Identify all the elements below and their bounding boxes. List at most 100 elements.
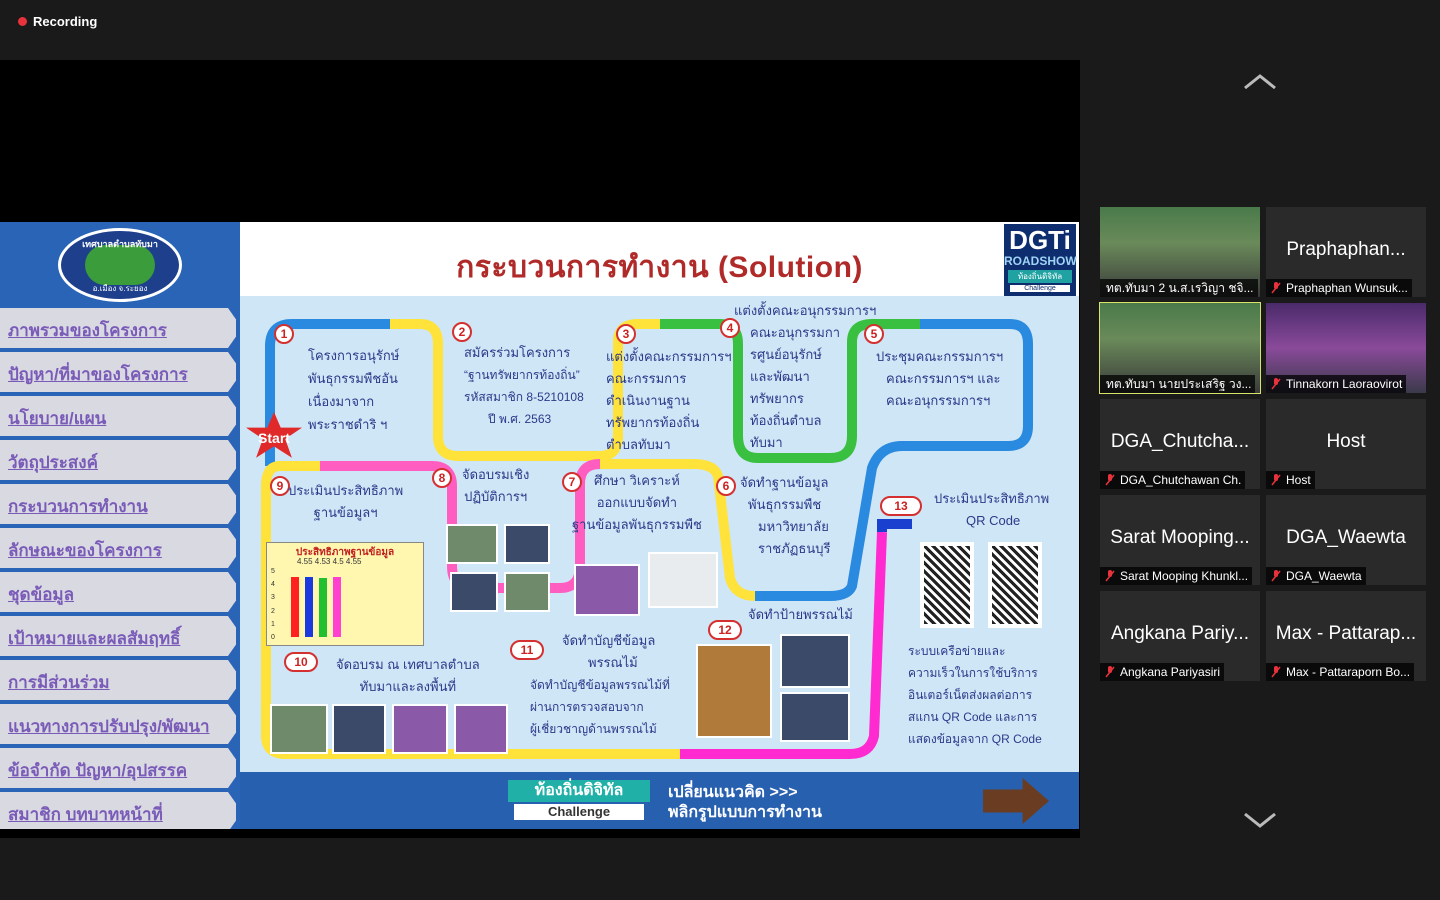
dgti-challenge-text: Challenge [1010, 285, 1070, 292]
participant-name-tag: Angkana Pariyasiri [1100, 663, 1225, 681]
participant-display-name: Praphaphan... [1286, 239, 1406, 260]
participant-tile[interactable]: ทต.ทับมา นายประเสริฐ วง... [1099, 302, 1261, 394]
mic-muted-icon [1271, 474, 1281, 486]
menu-link[interactable]: ลักษณะของโครงการ [8, 541, 162, 560]
qr-code-screenshot [988, 542, 1042, 628]
menu-item-policy[interactable]: นโยบาย/แผน [0, 396, 236, 436]
menu-item-participation[interactable]: การมีส่วนร่วม [0, 660, 236, 700]
menu-link[interactable]: ชุดข้อมูล [8, 585, 75, 604]
recording-indicator[interactable]: Recording [18, 14, 97, 29]
step-6-line: มหาวิทยาลัย [758, 519, 829, 534]
step-9-number: 9 [270, 476, 290, 496]
step-11-line: พรรณไม้ [588, 655, 638, 670]
step-6-line: พันธุกรรมพืช [748, 497, 822, 512]
dgti-text: DGTi [1009, 225, 1071, 255]
step-13-line: อินเตอร์เน็ตส่งผลต่อการ [908, 688, 1033, 702]
next-arrow-icon[interactable] [983, 778, 1049, 824]
participant-name-tag: Host [1266, 471, 1315, 489]
step-2-text: สมัครร่วมโครงการ “ฐานทรัพยากรท้องถิ่น” ร… [464, 342, 584, 430]
efficiency-chart: ประสิทธิภาพฐานข้อมูล 4.55 4.53 4.5 4.55 … [266, 542, 424, 646]
footer-badge-sub: Challenge [514, 804, 644, 820]
step-1-line: พระราชดำริ ฯ [308, 417, 388, 432]
field-photo [332, 704, 386, 754]
step-2-number: 2 [452, 322, 472, 342]
chart-tick-label: 5 [271, 568, 275, 575]
step-7-text: ศึกษา วิเคราะห์ ออกแบบจัดทำ ฐานข้อมูลพัน… [572, 470, 702, 536]
training-photo [504, 572, 550, 612]
chart-title: ประสิทธิภาพฐานข้อมูล [295, 547, 395, 558]
bottom-bar [0, 838, 1440, 900]
start-label: Start [258, 430, 290, 446]
step-9-text: ประเมินประสิทธิภาพ ฐานข้อมูลฯ [288, 480, 403, 524]
top-bar: Recording [0, 0, 1440, 60]
step-10-line: ทับมาและลงพื้นที่ [359, 679, 457, 694]
menu-item-members[interactable]: สมาชิก บทบาทหน้าที่ [0, 792, 236, 829]
menu-item-dataset[interactable]: ชุดข้อมูล [0, 572, 236, 612]
database-screenshot [574, 564, 640, 616]
step-6-line: จัดทำฐานข้อมูล [740, 475, 829, 490]
participant-display-name: Max - Pattarap... [1275, 623, 1417, 644]
field-photo [454, 704, 508, 754]
step-7-line: ศึกษา วิเคราะห์ [593, 473, 680, 488]
menu-item-objective[interactable]: วัตถุประสงค์ [0, 440, 236, 480]
step-3-line: แต่งตั้งคณะกรรมการฯ [606, 349, 732, 364]
menu-link[interactable]: วัตถุประสงค์ [8, 453, 98, 472]
step-1-line: โครงการอนุรักษ์ [308, 348, 400, 363]
logo-bottom-text: อ.เมือง จ.ระยอง [92, 284, 148, 293]
footer-line-1: เปลี่ยนแนวคิด >>> [668, 784, 798, 801]
menu-item-limitations[interactable]: ข้อจำกัด ปัญหา/อุปสรรค [0, 748, 236, 788]
field-photo [392, 704, 448, 754]
step-2-line: รหัสสมาชิก 8-5210108 [464, 390, 584, 404]
menu-link[interactable]: การมีส่วนร่วม [8, 673, 110, 692]
participant-tile[interactable]: Angkana Pariy...Angkana Pariyasiri [1100, 591, 1260, 681]
chevron-down-icon[interactable] [1243, 810, 1277, 830]
step-11-number: 11 [510, 640, 544, 660]
step-3-line: ทรัพยากรท้องถิ่น [606, 415, 700, 430]
menu-link[interactable]: นโยบาย/แผน [8, 409, 107, 428]
step-1-number: 1 [274, 324, 294, 344]
step-8-line: จัดอบรมเชิง [462, 467, 530, 482]
step-4-line: แต่งตั้งคณะอนุกรรมการฯ [734, 303, 877, 318]
menu-item-process[interactable]: กระบวนการทำงาน [0, 484, 236, 524]
field-photo [270, 704, 328, 754]
menu-item-improvement[interactable]: แนวทางการปรับปรุง/พัฒนา [0, 704, 236, 744]
menu-item-goals[interactable]: เป้าหมายและผลสัมฤทธิ์ [0, 616, 236, 656]
menu-link[interactable]: กระบวนการทำงาน [8, 497, 148, 516]
participant-tile[interactable]: ทต.ทับมา 2 น.ส.เรวิญา ชจิ... [1100, 207, 1260, 297]
roadshow-text: ROADSHOW [1004, 254, 1077, 268]
participant-name-tag: Praphaphan Wunsuk... [1266, 279, 1412, 297]
participant-tile[interactable]: Max - Pattarap... Max - Pattaraporn Bo... [1266, 591, 1426, 681]
recording-dot-icon [18, 17, 27, 26]
participant-name-tag: Max - Pattaraporn Bo... [1266, 663, 1415, 681]
participant-display-name: DGA_Chutcha... [1110, 431, 1250, 452]
mic-muted-icon [1105, 570, 1115, 582]
menu-link[interactable]: เป้าหมายและผลสัมฤทธิ์ [8, 629, 181, 648]
participant-tile[interactable]: Sarat Mooping...Sarat Mooping Khunkl... [1100, 495, 1260, 585]
participant-tile[interactable]: Praphaphan... Praphaphan Wunsuk... [1266, 207, 1426, 297]
footer-line-2: พลิกรูปแบบการทำงาน [668, 804, 822, 821]
participant-tile[interactable]: Tinnakorn Laoraovirot [1266, 303, 1426, 393]
menu-link[interactable]: ปัญหา/ที่มาของโครงการ [8, 365, 188, 384]
chevron-up-icon[interactable] [1243, 72, 1277, 92]
slide-sidebar: เทศบาลตำบลทับมา อ.เมือง จ.ระยอง ภาพรวมขอ… [0, 222, 240, 829]
menu-link[interactable]: แนวทางการปรับปรุง/พัฒนา [8, 717, 210, 736]
participant-name-tag: ทต.ทับมา นายประเสริฐ วง... [1100, 375, 1256, 393]
step-5-line: คณะกรรมการฯ และ [886, 371, 1001, 386]
menu-item-characteristics[interactable]: ลักษณะของโครงการ [0, 528, 236, 568]
database-screenshot [648, 552, 718, 608]
menu-link[interactable]: ข้อจำกัด ปัญหา/อุปสรรค [8, 761, 188, 780]
participant-name-tag: ทต.ทับมา 2 น.ส.เรวิญา ชจิ... [1100, 279, 1258, 297]
step-6-line: ราชภัฏธนบุรี [758, 541, 831, 556]
menu-link[interactable]: สมาชิก บทบาทหน้าที่ [8, 805, 163, 824]
step-1-line: พันธุกรรมพืชอัน [308, 371, 398, 386]
menu-link[interactable]: ภาพรวมของโครงการ [8, 321, 167, 340]
step-6-number: 6 [716, 476, 736, 496]
participant-tile[interactable]: DGA_Chutcha...DGA_Chutchawan Ch. [1100, 399, 1260, 489]
slide-footer: ท้องถิ่นดิจิทัล Challenge เปลี่ยนแนวคิด … [240, 772, 1079, 829]
menu-item-overview[interactable]: ภาพรวมของโครงการ [0, 308, 236, 348]
step-2-line: สมัครร่วมโครงการ [464, 345, 571, 360]
menu-item-problem[interactable]: ปัญหา/ที่มาของโครงการ [0, 352, 236, 392]
step-4-line: คณะอนุกรรมกา [750, 325, 841, 340]
